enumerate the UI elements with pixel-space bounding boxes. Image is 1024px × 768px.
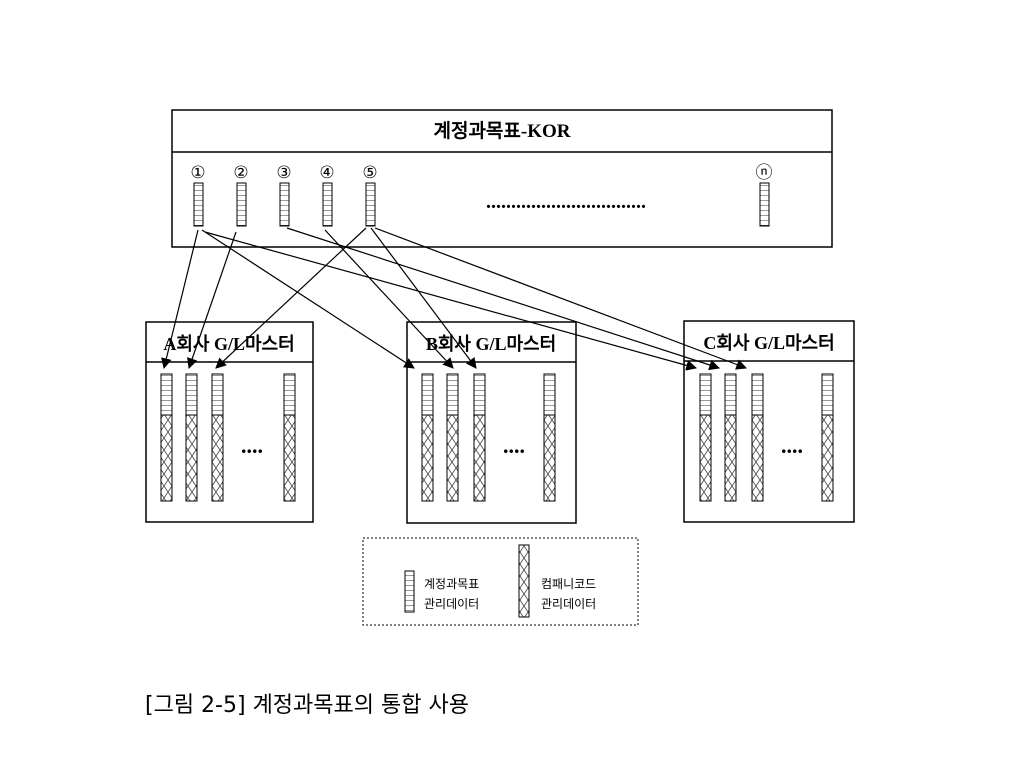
arrow-2-to-a bbox=[187, 231, 237, 370]
company-c-coa-col-2 bbox=[724, 373, 737, 416]
company-c-cc-col-3 bbox=[751, 414, 764, 502]
coa-column-n bbox=[759, 182, 770, 227]
company-c-gl-master: C회사 G/L마스터 .... bbox=[683, 320, 855, 523]
arrow-1-to-b bbox=[201, 229, 415, 369]
company-b-cc-col-n bbox=[543, 414, 556, 502]
coa-column-2 bbox=[236, 182, 247, 227]
coa-column-4 bbox=[322, 182, 333, 227]
company-c-coa-col-n bbox=[821, 373, 834, 416]
company-a-cc-col-3 bbox=[211, 414, 224, 502]
marker-3: ③ bbox=[276, 163, 291, 183]
company-a-ellipsis: .... bbox=[241, 433, 263, 458]
marker-4: ④ bbox=[319, 163, 334, 183]
coa-column-1 bbox=[193, 182, 204, 227]
company-c-ellipsis: .... bbox=[781, 433, 803, 458]
company-b-cc-col-1 bbox=[421, 414, 434, 502]
chart-of-accounts-box: 계정과목표-KOR ① ② ③ ④ ⑤ ⓝ ..................… bbox=[171, 109, 833, 248]
legend: 계정과목표 관리데이터 컴패니코드 관리데이터 bbox=[362, 537, 639, 626]
arrow-4-to-b bbox=[324, 229, 454, 369]
legend-cc-swatch bbox=[518, 544, 530, 618]
company-c-cc-col-1 bbox=[699, 414, 712, 502]
arrow-3-to-c bbox=[286, 227, 721, 371]
company-b-coa-col-1 bbox=[421, 373, 434, 416]
company-a-cc-col-1 bbox=[160, 414, 173, 502]
arrow-1-to-a bbox=[161, 229, 199, 370]
coa-column-3 bbox=[279, 182, 290, 227]
arrow-1-to-c bbox=[204, 231, 698, 371]
company-b-coa-col-n bbox=[543, 373, 556, 416]
company-c-cc-col-n bbox=[821, 414, 834, 502]
company-b-cc-col-2 bbox=[446, 414, 459, 502]
company-a-gl-master: A회사 G/L마스터 .... bbox=[145, 321, 314, 523]
company-a-cc-col-2 bbox=[185, 414, 198, 502]
company-c-coa-col-3 bbox=[751, 373, 764, 416]
legend-cc-line2: 관리데이터 bbox=[541, 597, 596, 611]
legend-cc-line1: 컴패니코드 bbox=[541, 577, 596, 591]
mapping-arrows bbox=[161, 227, 748, 371]
arrow-5-to-c bbox=[374, 227, 748, 370]
company-b-gl-master: B회사 G/L마스터 .... bbox=[406, 321, 577, 524]
company-b-coa-col-2 bbox=[446, 373, 459, 416]
company-b-coa-col-3 bbox=[473, 373, 486, 416]
company-a-coa-col-2 bbox=[185, 373, 198, 416]
company-c-label: C회사 G/L마스터 bbox=[703, 333, 834, 353]
coa-title: 계정과목표-KOR bbox=[433, 120, 570, 142]
legend-coa-swatch bbox=[404, 570, 415, 613]
marker-n: ⓝ bbox=[756, 163, 773, 183]
company-c-cc-col-2 bbox=[724, 414, 737, 502]
marker-5: ⑤ bbox=[362, 163, 377, 183]
company-a-label: A회사 G/L마스터 bbox=[163, 334, 294, 354]
company-a-coa-col-3 bbox=[211, 373, 224, 416]
coa-column-5 bbox=[365, 182, 376, 227]
marker-1: ① bbox=[190, 163, 205, 183]
company-c-coa-col-1 bbox=[699, 373, 712, 416]
company-a-coa-col-1 bbox=[160, 373, 173, 416]
legend-coa-line2: 관리데이터 bbox=[424, 597, 479, 611]
company-a-cc-col-n bbox=[283, 414, 296, 502]
arrow-5-to-a bbox=[215, 227, 367, 369]
marker-2: ② bbox=[233, 163, 248, 183]
company-b-cc-col-3 bbox=[473, 414, 486, 502]
arrow-5-to-b bbox=[370, 227, 477, 369]
figure-caption: [그림 2-5] 계정과목표의 통합 사용 bbox=[145, 693, 469, 718]
company-b-label: B회사 G/L마스터 bbox=[426, 334, 556, 354]
company-b-ellipsis: .... bbox=[503, 433, 525, 458]
coa-ellipsis: ................................ bbox=[486, 191, 646, 213]
company-a-coa-col-n bbox=[283, 373, 296, 416]
legend-coa-line1: 계정과목표 bbox=[424, 577, 479, 591]
